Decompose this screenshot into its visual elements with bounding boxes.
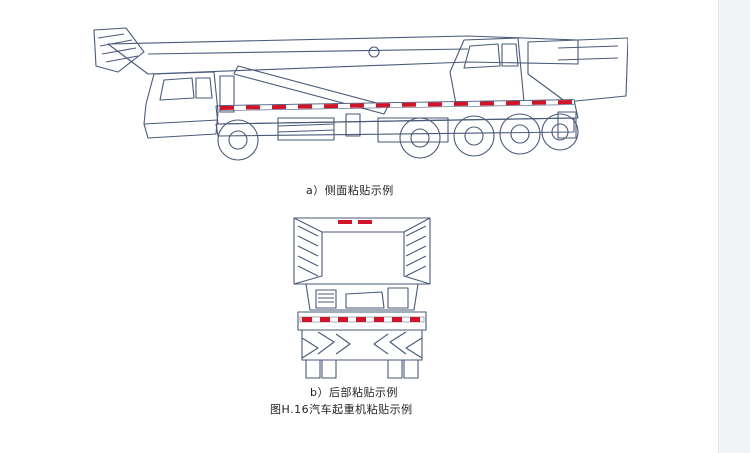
figure-b-caption: b）后部粘贴示例 <box>310 386 398 399</box>
chassis-frame <box>215 99 579 125</box>
rear-reflective-tape <box>299 316 425 323</box>
figure-title: 图H.16汽车起重机粘贴示例 <box>270 403 413 416</box>
crane-rear-view-illustration <box>293 217 431 379</box>
driver-cab <box>143 71 219 139</box>
wheel-rear-4 <box>541 113 579 151</box>
page-side-strip <box>718 0 750 453</box>
boom-head <box>93 27 145 73</box>
wheel-front <box>217 119 259 161</box>
wheel-rear-1 <box>399 117 441 159</box>
wheel-rear-2 <box>453 115 495 157</box>
luffing-cylinder <box>233 65 389 115</box>
rear-wheel-right <box>387 359 403 379</box>
boom <box>107 35 579 75</box>
rear-wheel-left <box>305 359 321 379</box>
crane-side-view-illustration <box>93 27 628 161</box>
operator-cab <box>449 37 525 105</box>
side-reflective-tape <box>219 99 575 111</box>
wheel-rear-3 <box>499 113 541 155</box>
figure-a-caption: a）侧面粘贴示例 <box>306 184 394 197</box>
top-reflective-tape <box>338 220 372 224</box>
